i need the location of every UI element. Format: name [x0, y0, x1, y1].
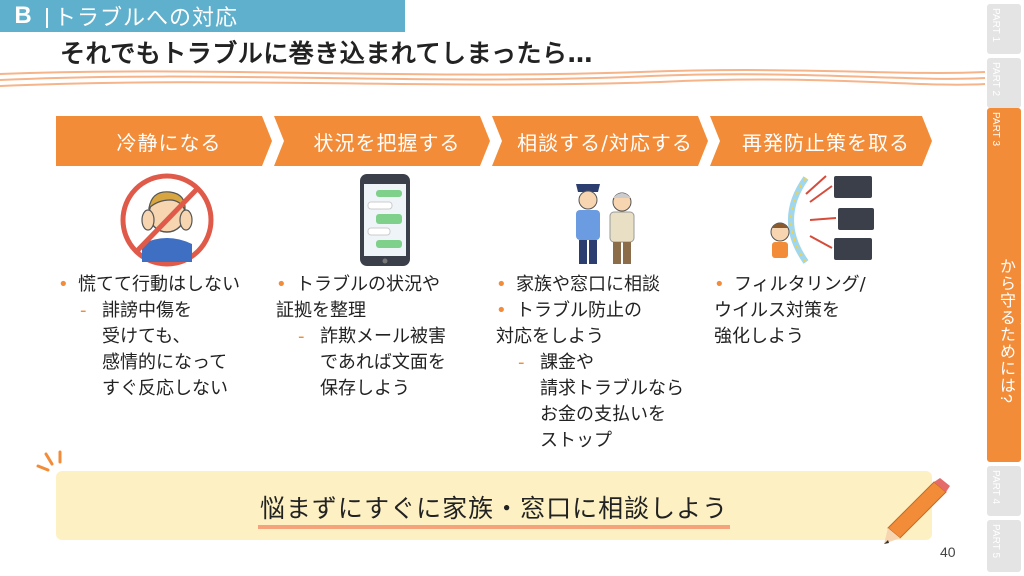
- filtering-shield-illustration: [770, 175, 874, 264]
- accent-lines-icon: [36, 450, 62, 472]
- step-assess: 状況を把握する: [274, 116, 490, 166]
- tab-label: PART: [990, 62, 1001, 88]
- sub-line: 保存しよう: [320, 378, 410, 399]
- stop-panic-illustration: [120, 173, 214, 267]
- step-calm: 冷静になる: [56, 116, 272, 166]
- step-label: 状況を把握する: [313, 130, 461, 155]
- tab-number: 1: [990, 36, 1001, 43]
- sub-bullet-item: - 誹謗中傷を 受けても、 感情的になって すぐ反応しない: [58, 298, 240, 402]
- sub-line: ストップ: [540, 430, 612, 451]
- bullet-line: 対応をしよう: [496, 326, 604, 347]
- bullet-item: • トラブルの状況や 証拠を整理: [276, 272, 446, 324]
- tab-number: 5: [990, 552, 1001, 559]
- bullet-item: • フィルタリング/ ウイルス対策を 強化しよう: [714, 272, 866, 350]
- bullet-line: フィルタリング/: [734, 274, 866, 295]
- bullet-item: • 慌てて行動はしない: [58, 272, 240, 298]
- part-navigation: PART 1 PART 2 PART 3 自分や周囲の人をトラブルから守るために…: [984, 0, 1024, 576]
- pencil-icon: [884, 478, 950, 544]
- smartphone-chat-illustration: [360, 174, 410, 266]
- bullet-line: 証拠を整理: [276, 300, 366, 321]
- sub-line: お金の支払いを: [540, 404, 666, 425]
- step-label: 相談する/対応する: [517, 130, 693, 155]
- page-number: 40: [940, 544, 956, 560]
- sub-bullet-item: - 詐欺メール被害 であれば文面を 保存しよう: [276, 324, 446, 402]
- sub-line: 感情的になって: [102, 352, 228, 373]
- sub-line: であれば文面を: [320, 352, 446, 373]
- step-label: 冷静になる: [116, 130, 222, 155]
- tab-part-2[interactable]: PART 2: [987, 58, 1021, 108]
- bullet-line: ウイルス対策を: [714, 300, 840, 321]
- tab-number: 4: [990, 498, 1001, 505]
- sub-line: 詐欺メール被害: [320, 326, 446, 347]
- callout-text: 悩まずにすぐに家族・窓口に相談しよう: [257, 494, 731, 529]
- wave-divider: [0, 69, 985, 87]
- callout-box: 悩まずにすぐに家族・窓口に相談しよう: [56, 471, 932, 540]
- bullet-item: • トラブル防止の 対応をしよう: [496, 298, 684, 350]
- active-part-title: 自分や周囲の人をトラブルから守るためには?: [997, 258, 1024, 462]
- tab-number: 3: [990, 140, 1001, 147]
- tab-label: PART: [990, 112, 1001, 138]
- bullet-line: トラブル防止の: [516, 300, 642, 321]
- tab-label: PART: [990, 470, 1001, 496]
- sub-line: 誹謗中傷を: [102, 300, 192, 321]
- tab-number: 2: [990, 90, 1001, 97]
- column-prevent: • フィルタリング/ ウイルス対策を 強化しよう: [714, 272, 866, 350]
- sub-line: 課金や: [540, 352, 594, 373]
- tab-part-1[interactable]: PART 1: [987, 4, 1021, 54]
- step-prevent: 再発防止策を取る: [710, 116, 932, 166]
- tab-label: PART: [990, 8, 1001, 34]
- bullet-line: 慌てて行動はしない: [78, 274, 240, 295]
- police-and-elder-illustration: [576, 184, 635, 264]
- column-calm: • 慌てて行動はしない - 誹謗中傷を 受けても、 感情的になって すぐ反応しな…: [58, 272, 240, 402]
- section-letter: B: [14, 2, 32, 29]
- sub-line: 請求トラブルなら: [540, 378, 684, 399]
- section-tag: B トラブルへの対応: [0, 0, 405, 32]
- tab-part-4[interactable]: PART 4: [987, 466, 1021, 516]
- page-title: それでもトラブルに巻き込まれてしまったら…: [60, 39, 594, 68]
- step-label: 再発防止策を取る: [742, 130, 910, 155]
- step-consult: 相談する/対応する: [492, 116, 708, 166]
- tab-label: PART: [990, 524, 1001, 550]
- tab-part-3[interactable]: PART 3 自分や周囲の人をトラブルから守るためには?: [987, 108, 1024, 462]
- section-title: トラブルへの対応: [46, 0, 238, 32]
- bullet-item: • 家族や窓口に相談: [496, 272, 684, 298]
- sub-line: すぐ反応しない: [102, 378, 228, 399]
- bullet-line: トラブルの状況や: [296, 274, 440, 295]
- sub-bullet-item: - 課金や 請求トラブルなら お金の支払いを ストップ: [496, 350, 684, 454]
- bullet-line: 強化しよう: [714, 326, 804, 347]
- bullet-line: 家族や窓口に相談: [516, 274, 660, 295]
- sub-line: 受けても、: [102, 326, 191, 347]
- tab-part-5[interactable]: PART 5: [987, 520, 1021, 572]
- column-assess: • トラブルの状況や 証拠を整理 - 詐欺メール被害 であれば文面を 保存しよう: [276, 272, 446, 402]
- column-consult: • 家族や窓口に相談 • トラブル防止の 対応をしよう - 課金や 請求トラブル…: [496, 272, 684, 454]
